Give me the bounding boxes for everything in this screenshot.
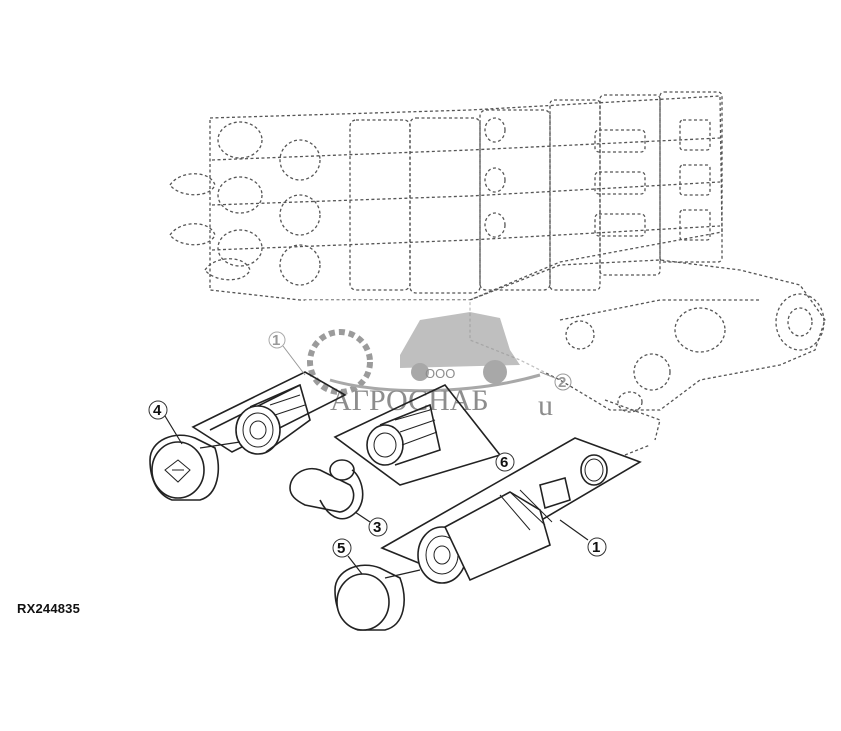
dust-cap-5 <box>334 564 421 631</box>
svg-text:1: 1 <box>592 539 600 556</box>
svg-text:2: 2 <box>558 374 566 391</box>
figure-reference-code: RX244835 <box>17 601 81 616</box>
callout-6: 6 <box>495 452 515 472</box>
ghost-leader-oring <box>624 444 651 456</box>
dust-plug-3 <box>289 459 364 520</box>
callout-1-lower: 1 <box>559 519 607 557</box>
svg-text:6: 6 <box>500 454 508 471</box>
svg-text:1: 1 <box>272 332 280 349</box>
callout-5: 5 <box>332 538 363 575</box>
ghost-valve-assembly <box>169 91 826 413</box>
watermark-suffix: u <box>538 389 553 422</box>
callout-2: 2 <box>539 371 572 391</box>
upper-coupler <box>191 371 347 455</box>
svg-text:3: 3 <box>373 519 381 536</box>
callout-4: 4 <box>148 400 183 445</box>
watermark-brand: АГРОСНАБ <box>330 384 489 417</box>
lower-coupler-1 <box>380 437 642 584</box>
callout-1-upper: 1 <box>268 331 306 376</box>
svg-text:4: 4 <box>153 402 162 419</box>
ghost-leader-port <box>604 399 661 441</box>
watermark-logo: ООО АГРОСНАБ u <box>305 300 553 422</box>
dust-cap-4 <box>149 434 241 501</box>
watermark-prefix: ООО <box>425 366 455 381</box>
callout-3: 3 <box>354 511 388 537</box>
svg-text:5: 5 <box>337 540 345 557</box>
